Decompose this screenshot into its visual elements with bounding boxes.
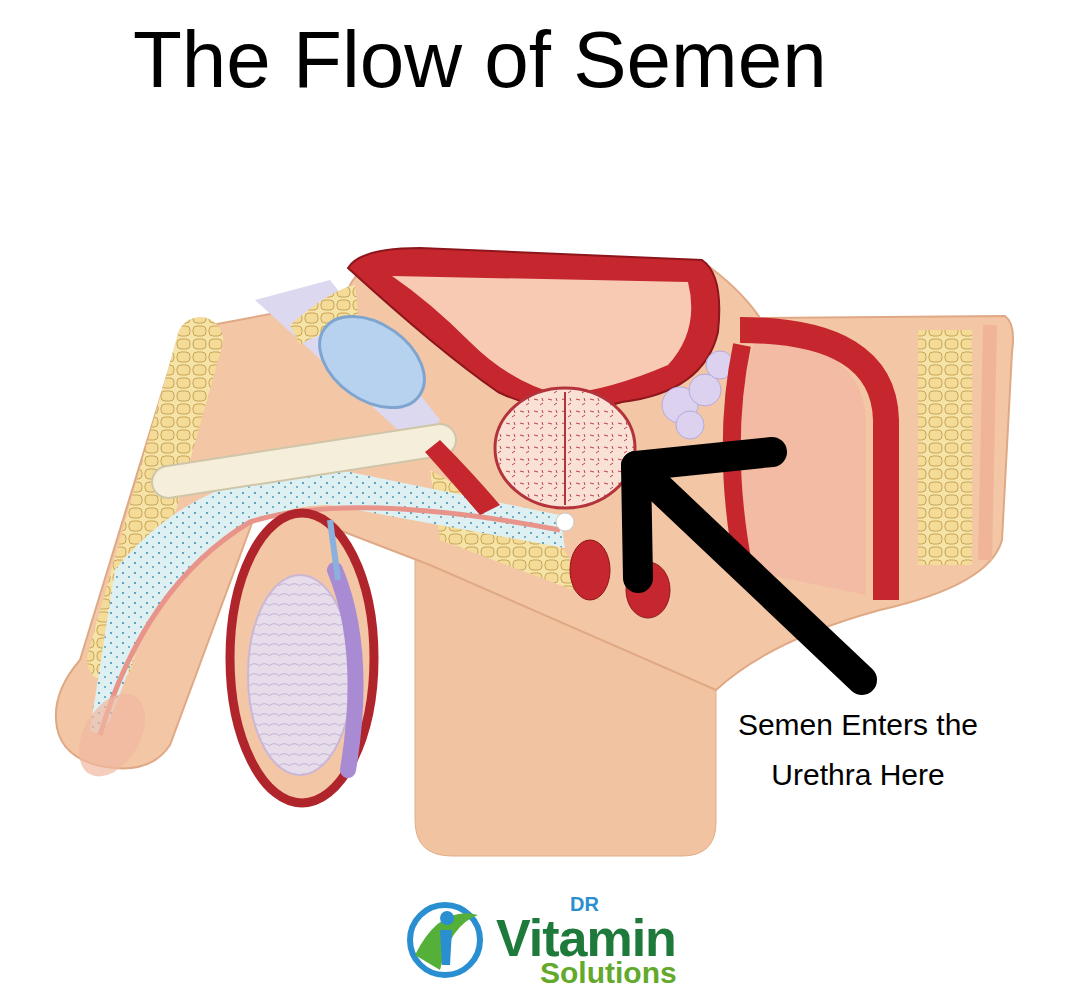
illustration-part [676,411,704,439]
illustration-part [440,911,454,925]
logo-text: Vitamin [496,912,676,964]
logo-icon [410,905,480,975]
logo-text: Solutions [540,958,677,988]
title: The Flow of Semen [133,20,827,100]
illustration-part [410,905,480,975]
spermatic-cord [330,520,338,580]
callout-arrow [636,452,862,680]
illustration-part [440,930,452,965]
testis [248,575,352,775]
skin-layer [985,325,990,560]
prostate [495,388,635,508]
callout-text: Semen Enters the Urethra Here [703,700,1013,800]
bladder-inner [392,276,691,395]
illustration-part [636,466,862,680]
prostate-lobe-line [564,392,566,505]
perineal-muscle [570,540,610,600]
body-section [56,256,1013,768]
glans [65,682,158,788]
ejaculatory-point [556,513,574,531]
logo-text: DR [570,894,599,914]
bladder-wall [425,440,500,515]
fat-layer [918,330,972,565]
illustration-part [636,452,772,578]
bladder-wall [348,248,719,410]
epididymis [335,570,356,770]
corpus-cavernosum [168,440,440,482]
corpus-cavernosum [168,440,440,482]
scrotum [230,513,374,803]
